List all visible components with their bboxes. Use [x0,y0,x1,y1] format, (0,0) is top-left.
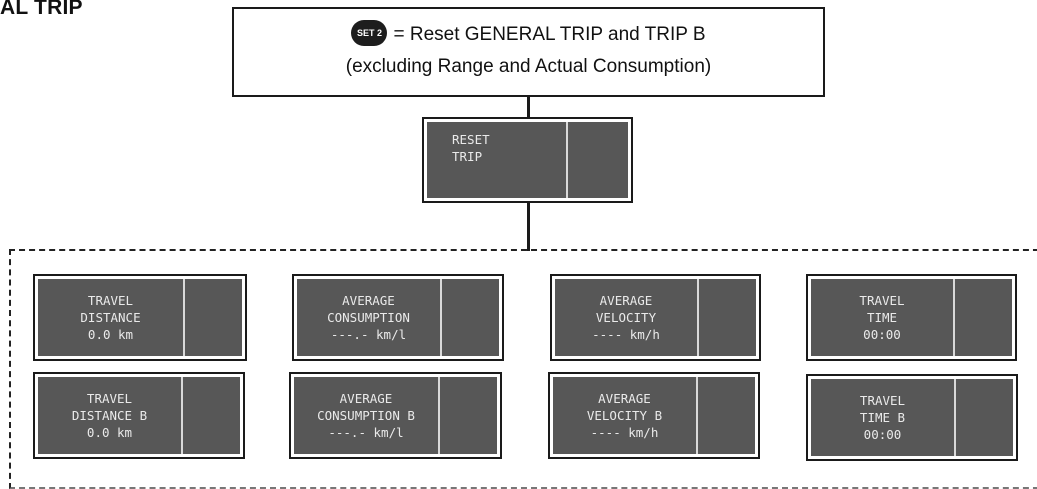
lcd-text: TRAVEL DISTANCE 0.0 km [38,279,185,356]
reset-instruction-line-1: SET 2= Reset GENERAL TRIP and TRIP B [234,20,823,48]
lcd-line: TIME [866,310,898,325]
lcd-line: AVERAGE [598,391,651,406]
lcd-line: AVERAGE [599,293,653,308]
lcd-line: ---.- km/l [330,327,407,342]
lcd-line: VELOCITY [595,310,657,325]
travel-distance-display: TRAVEL DISTANCE 0.0 km [33,274,247,361]
lcd-text: TRAVEL DISTANCE B 0.0 km [38,377,183,454]
reset-instruction-box: SET 2= Reset GENERAL TRIP and TRIP B (ex… [232,7,825,97]
reset-instruction-text: = Reset GENERAL TRIP and TRIP B [393,24,706,46]
lcd-line: 0.0 km [86,425,133,440]
lcd-line: 0.0 km [87,327,134,342]
travel-time-display: TRAVEL TIME 00:00 [806,274,1017,361]
connector-line-top [527,97,530,117]
lcd-line: 00:00 [863,427,902,442]
lcd-line: TRAVEL [87,293,134,308]
section-title: AL TRIP [0,0,83,19]
lcd-line: AVERAGE [342,293,395,308]
lcd-line: TRAVEL [859,393,906,408]
lcd-side-panel [698,377,755,454]
lcd-screen: TRAVEL TIME 00:00 [811,279,1012,356]
average-consumption-display: AVERAGE CONSUMPTION ---.- km/l [292,274,504,361]
lcd-side-panel [956,379,1013,456]
lcd-line: VELOCITY B [586,408,663,423]
set-2-button-icon: SET 2 [351,20,388,46]
lcd-line: DISTANCE B [71,408,148,423]
lcd-screen: TRAVEL DISTANCE 0.0 km [38,279,242,356]
lcd-text: AVERAGE CONSUMPTION ---.- km/l [297,279,442,356]
lcd-line: ---- km/h [592,327,660,342]
lcd-text: TRAVEL TIME 00:00 [811,279,955,356]
reset-instruction-line-2: (excluding Range and Actual Consumption) [345,56,712,77]
lcd-line: CONSUMPTION B [317,408,415,423]
average-consumption-b-display: AVERAGE CONSUMPTION B ---.- km/l [289,372,502,459]
lcd-side-panel [955,279,1012,356]
lcd-line: AVERAGE [339,391,393,406]
lcd-side-panel [185,279,242,356]
lcd-line: TRAVEL [859,293,905,308]
lcd-screen: RESET TRIP [427,122,628,198]
lcd-text: AVERAGE CONSUMPTION B ---.- km/l [294,377,440,454]
lcd-side-panel [699,279,756,356]
lcd-line: ---.- km/l [328,425,404,440]
lcd-line: RESET [452,132,490,147]
lcd-screen: AVERAGE CONSUMPTION ---.- km/l [297,279,499,356]
lcd-text: AVERAGE VELOCITY B ---- km/h [553,377,698,454]
lcd-line: DISTANCE [80,310,141,325]
lcd-side-panel [442,279,499,356]
average-velocity-display: AVERAGE VELOCITY ---- km/h [550,274,761,361]
connector-line-bottom [527,203,530,251]
lcd-line: TRIP [452,149,483,164]
travel-distance-b-display: TRAVEL DISTANCE B 0.0 km [33,372,245,459]
lcd-line: TRAVEL [86,391,133,406]
lcd-text: TRAVEL TIME B 00:00 [811,379,956,456]
lcd-screen: TRAVEL TIME B 00:00 [811,379,1013,456]
lcd-line: TIME B [859,410,906,425]
lcd-screen: AVERAGE VELOCITY ---- km/h [555,279,756,356]
lcd-screen: AVERAGE CONSUMPTION B ---.- km/l [294,377,497,454]
travel-time-b-display: TRAVEL TIME B 00:00 [806,374,1018,461]
lcd-line: CONSUMPTION [327,310,410,325]
average-velocity-b-display: AVERAGE VELOCITY B ---- km/h [548,372,760,459]
lcd-line: ---- km/h [590,425,659,440]
lcd-text: RESET TRIP [427,122,568,198]
lcd-screen: AVERAGE VELOCITY B ---- km/h [553,377,755,454]
lcd-line: 00:00 [863,327,901,342]
lcd-text: AVERAGE VELOCITY ---- km/h [555,279,699,356]
lcd-side-panel [183,377,240,454]
reset-trip-display: RESET TRIP [422,117,633,203]
lcd-side-panel [440,377,497,454]
lcd-side-panel [568,122,628,198]
lcd-screen: TRAVEL DISTANCE B 0.0 km [38,377,240,454]
